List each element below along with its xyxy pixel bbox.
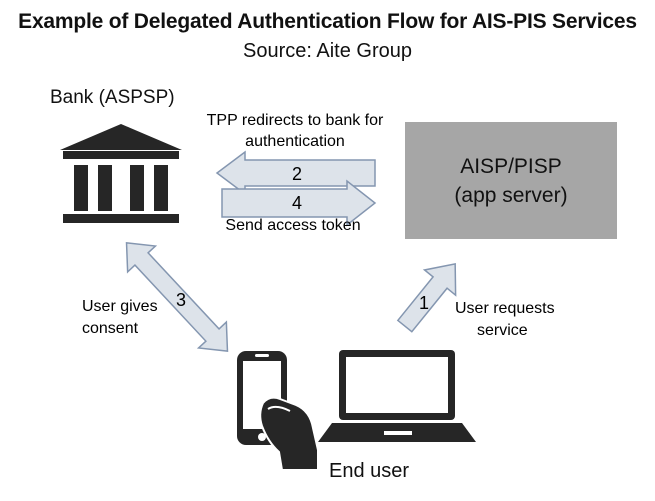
arrow-step-3 — [125, 242, 229, 352]
step-4-label: Send access token — [225, 217, 360, 234]
bank-label: Bank (ASPSP) — [50, 87, 175, 108]
app-server-subtitle: (app server) — [454, 183, 568, 207]
smartphone-hand-icon — [237, 351, 319, 471]
bank-building-icon — [60, 124, 182, 223]
step-1-label-line-1: User requests — [455, 300, 555, 317]
step-4-number: 4 — [292, 193, 302, 213]
step-3-label-line-1: User gives — [82, 298, 158, 315]
app-server-box: AISP/PISP (app server) — [405, 122, 617, 239]
step-1-number: 1 — [419, 293, 429, 313]
laptop-icon — [318, 350, 476, 442]
step-2-label-line-1: TPP redirects to bank for — [207, 112, 384, 129]
step-2-label-line-2: authentication — [245, 133, 345, 150]
end-user-label: End user — [329, 460, 410, 482]
step-3-label-line-2: consent — [82, 320, 139, 337]
step-2-number: 2 — [292, 164, 302, 184]
diagram-subtitle: Source: Aite Group — [243, 40, 412, 62]
step-3-number: 3 — [176, 290, 186, 310]
app-server-title: AISP/PISP — [460, 154, 562, 178]
diagram-title: Example of Delegated Authentication Flow… — [18, 10, 637, 33]
step-1-label-line-2: service — [477, 322, 528, 339]
arrow-step-1 — [396, 263, 457, 333]
arrow-step-4 — [221, 179, 377, 227]
